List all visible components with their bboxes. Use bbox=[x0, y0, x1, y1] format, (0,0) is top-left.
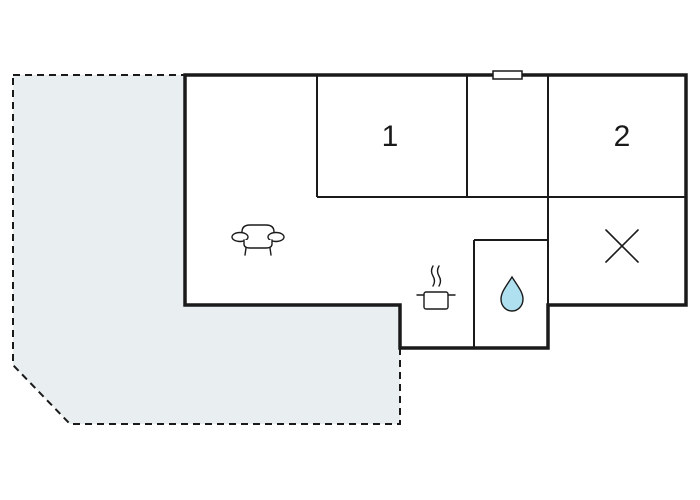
sofa-icon bbox=[231, 224, 285, 256]
cooking-pot-icon bbox=[416, 265, 456, 310]
room-number-2: 2 bbox=[614, 120, 631, 153]
x-mark-icon bbox=[605, 229, 639, 263]
window bbox=[492, 70, 523, 80]
building-fill bbox=[185, 75, 686, 348]
interior-walls bbox=[316, 75, 686, 348]
exterior-walls bbox=[183, 73, 688, 350]
water-drop-icon bbox=[500, 275, 524, 312]
room-number-1: 1 bbox=[382, 120, 399, 153]
